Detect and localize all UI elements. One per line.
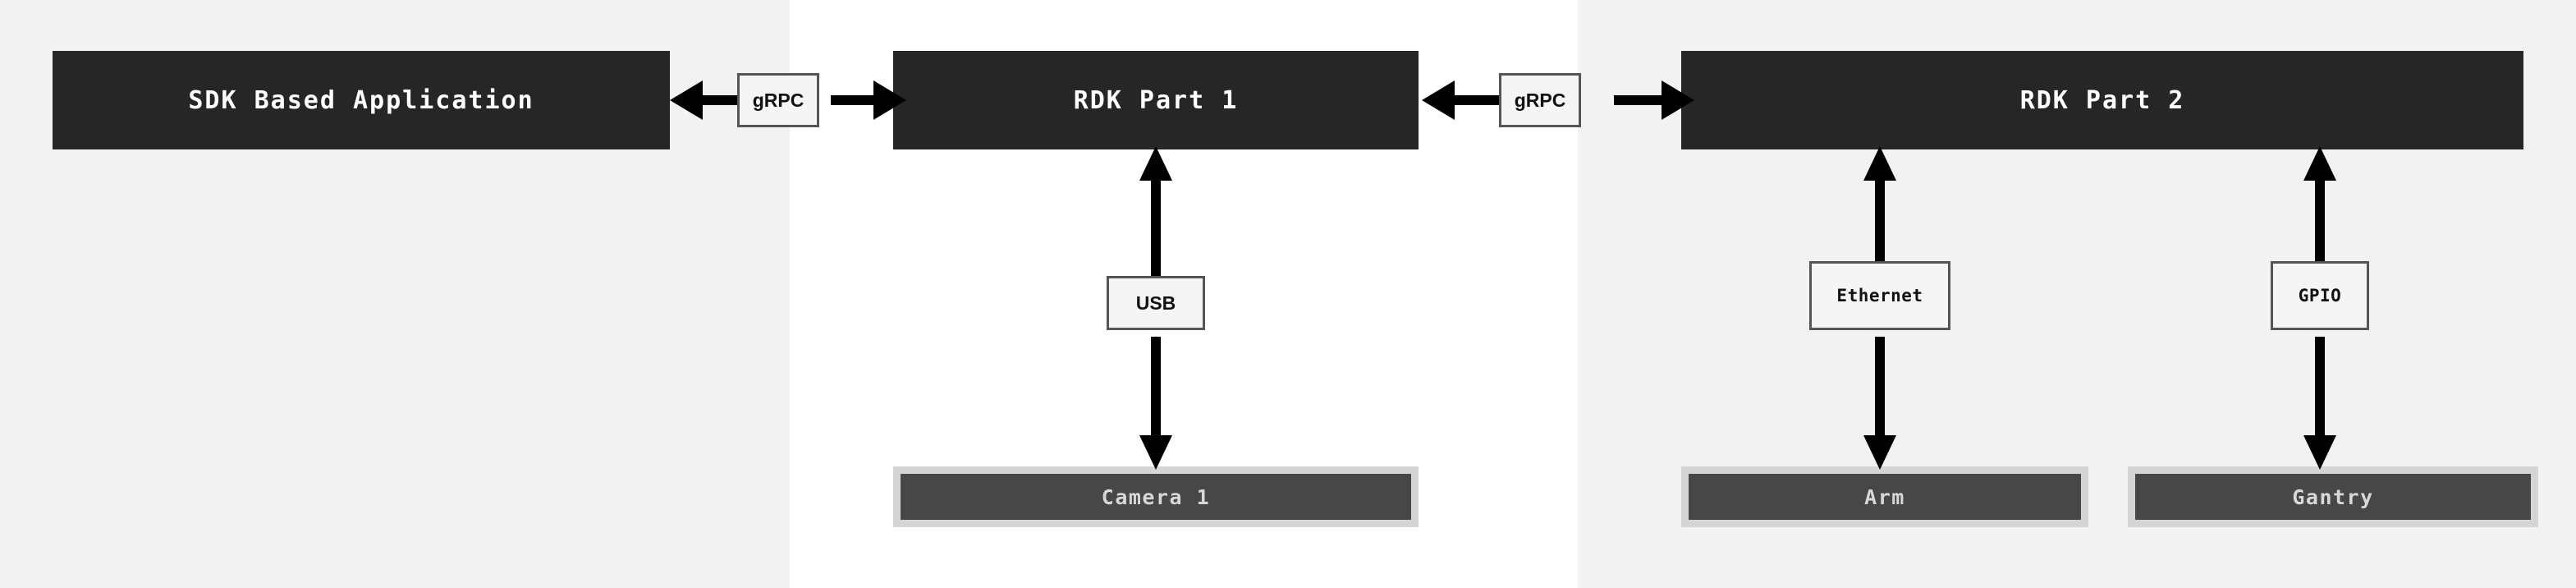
hardware-box-label: Gantry [2292,485,2374,509]
connector-label-text: Ethernet [1836,286,1923,305]
hardware-box-gantry[interactable]: Gantry [2128,466,2538,527]
connector-label-ethernet[interactable]: Ethernet [1809,261,1950,330]
connector-label-usb[interactable]: USB [1107,276,1205,330]
software-box-rdk-part-2[interactable]: RDK Part 2 [1681,51,2523,149]
software-box-sdk-app[interactable]: SDK Based Application [53,51,670,149]
connector-label-text: GPIO [2298,286,2342,305]
software-box-label: SDK Based Application [188,85,534,115]
arrow-grpc-right-toward-rdk2 [1614,77,1694,123]
connector-label-text: USB [1135,292,1176,314]
hardware-box-camera-1[interactable]: Camera 1 [893,466,1419,527]
connector-label-gpio[interactable]: GPIO [2271,261,2369,330]
arrow-gpio-toward-gantry [2297,337,2343,470]
connector-label-text: gRPC [752,89,804,111]
hardware-box-arm[interactable]: Arm [1681,466,2088,527]
hardware-box-label: Camera 1 [1101,485,1211,509]
arrow-gpio-toward-rdk2 [2297,146,2343,279]
arrow-ethernet-toward-arm [1857,337,1903,470]
connector-label-grpc-right[interactable]: gRPC [1499,73,1581,127]
arrow-usb-toward-camera1 [1133,337,1179,470]
arrow-grpc-left-toward-rdk1 [831,77,906,123]
software-box-rdk-part-1[interactable]: RDK Part 1 [893,51,1419,149]
arrow-grpc-right-toward-rdk1 [1422,77,1512,123]
connector-label-text: gRPC [1514,89,1566,111]
software-box-label: RDK Part 1 [1073,85,1239,115]
connector-label-grpc-left[interactable]: gRPC [737,73,819,127]
arrow-ethernet-toward-rdk2 [1857,146,1903,279]
software-box-label: RDK Part 2 [2019,85,2185,115]
arrow-usb-toward-rdk1 [1133,146,1179,279]
hardware-box-label: Arm [1864,485,1905,509]
